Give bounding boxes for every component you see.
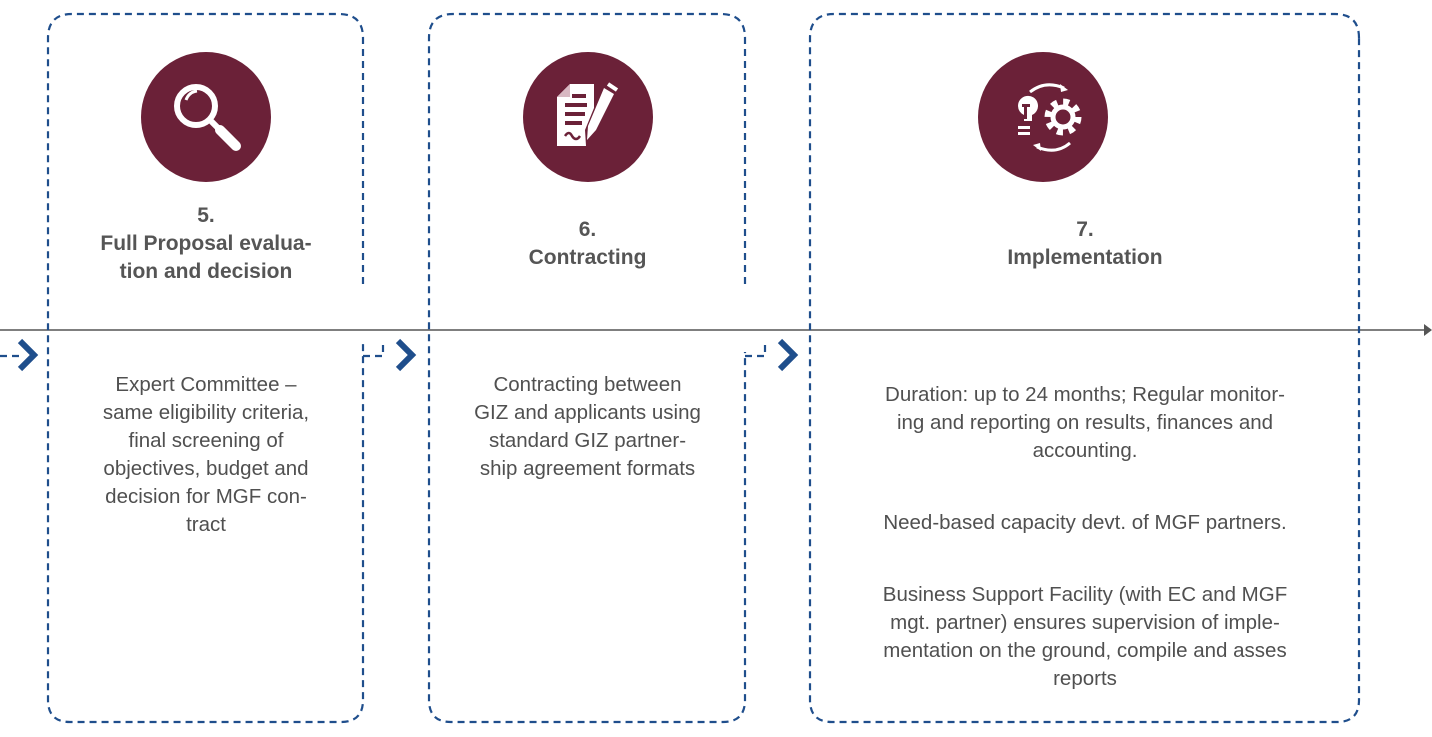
step-5-paragraph: Expert Committee – same eligibility crit… (102, 373, 310, 536)
chevron-arrow-icon (777, 338, 799, 372)
step-7-title-line-1: Implementation (1007, 246, 1163, 269)
idea-gear-cycle-icon (1017, 83, 1082, 152)
step-5-title-line-2: tion and decision (119, 260, 293, 283)
chevron-arrow-icon (395, 338, 417, 372)
step-7-icon-circle (978, 52, 1108, 182)
connector-6-7 (745, 340, 767, 358)
step-7-number: 7. (1076, 218, 1094, 241)
step-7-paragraph-2: Need-based capacity devt. of MGF partner… (883, 511, 1287, 534)
step-6-paragraph: Contracting between GIZ and applicants u… (474, 373, 701, 480)
step-5-description: Expert Committee – same eligibility crit… (60, 343, 352, 583)
step-6-description: Contracting between GIZ and applicants u… (440, 343, 735, 527)
magnifier-icon (174, 84, 241, 151)
step-7-paragraph-1: Duration: up to 24 months; Regular monit… (885, 383, 1285, 462)
step-6-number: 6. (578, 218, 597, 241)
timeline-arrowhead (1424, 324, 1432, 336)
step-6-box (427, 12, 747, 724)
connector-5-6 (363, 340, 385, 358)
step-7-description: Duration: up to 24 months; Regular monit… (820, 353, 1350, 737)
step-7-paragraph-3: Business Support Facility (with EC and M… (882, 583, 1288, 690)
step-5-number: 5. (197, 204, 215, 227)
step-7-title: 7. Implementation (820, 216, 1350, 272)
contract-signing-icon (557, 82, 619, 146)
step-5-icon-circle (141, 52, 271, 182)
step-5-title-line-1: Full Proposal evalua- (100, 232, 312, 255)
step-7-box (808, 12, 1361, 724)
step-5-title: 5. Full Proposal evalua- tion and decisi… (60, 202, 352, 286)
step-6-title-line-1: Contracting (528, 246, 647, 269)
chevron-arrow-icon (17, 338, 39, 372)
step-6-title: 6. Contracting (440, 216, 735, 272)
